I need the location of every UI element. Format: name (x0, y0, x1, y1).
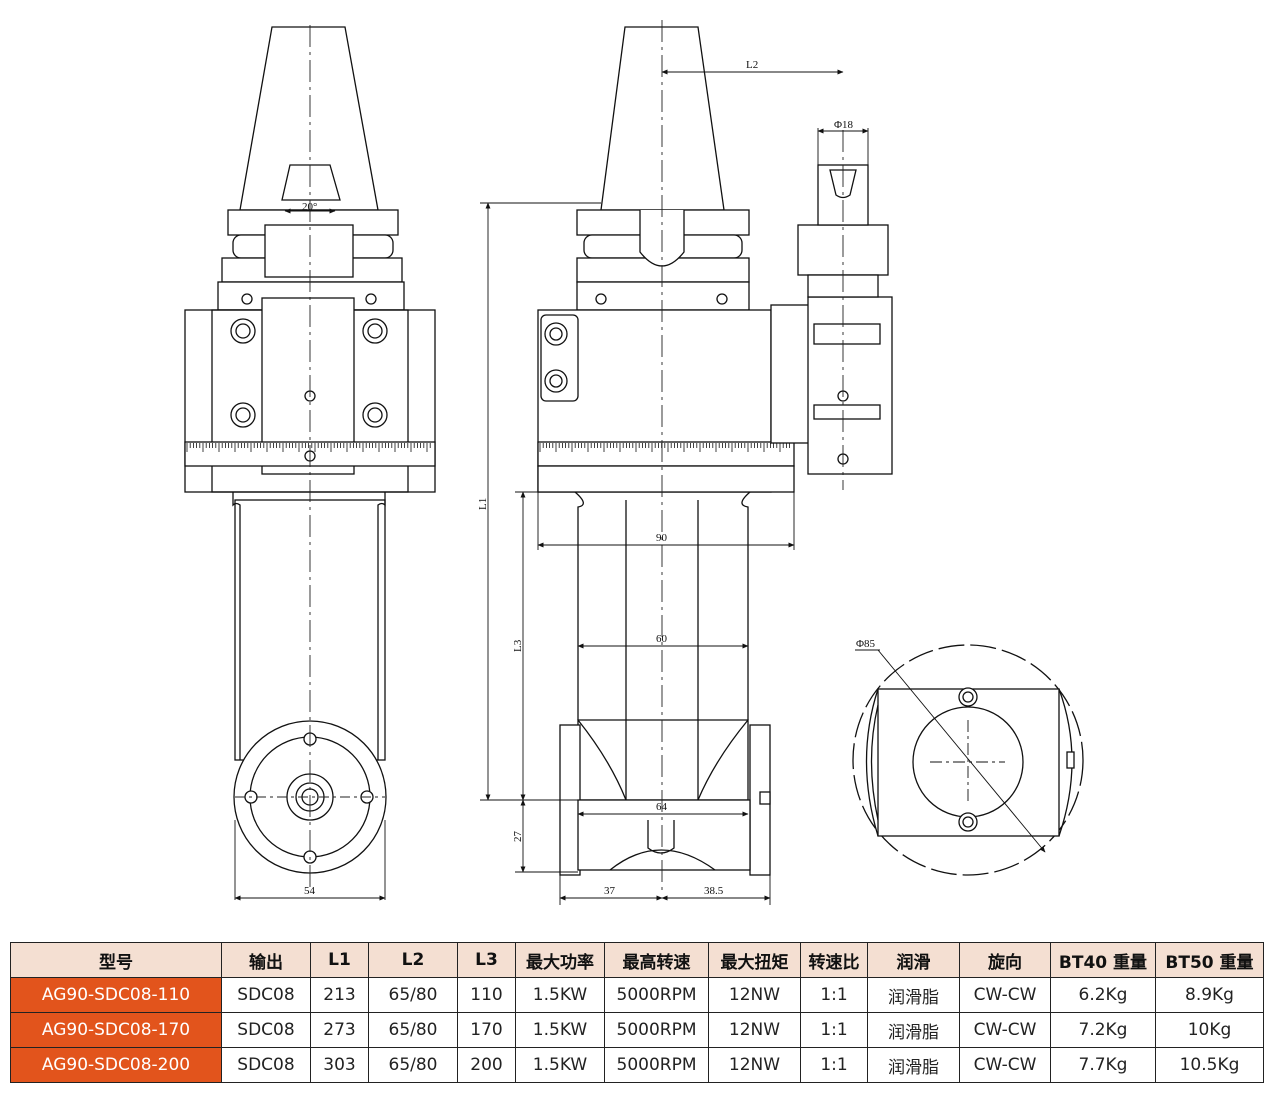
cell-l3: 170 (457, 1012, 516, 1048)
cell-lube: 润滑脂 (867, 977, 960, 1013)
table-header-row: 型号 输出 L1 L2 L3 最大功率 最高转速 最大扭矩 转速比 润滑 旋向 … (10, 942, 1264, 978)
front-tube-outline (232, 492, 386, 760)
table-row: AG90-SDC08-110 SDC08 213 65/80 110 1.5KW… (10, 977, 1264, 1013)
front-scale-ticks (186, 443, 431, 452)
header-speed: 最高转速 (604, 942, 709, 978)
front-nut (264, 224, 354, 278)
side-key (647, 820, 675, 854)
cell-bt50: 10.5Kg (1155, 1047, 1264, 1083)
side-head-upper (577, 719, 749, 801)
cell-ratio: 1:1 (800, 1012, 868, 1048)
cell-torque: 12NW (708, 1012, 801, 1048)
l1-label: L1 (477, 498, 489, 510)
cell-model: AG90-SDC08-200 (10, 1047, 222, 1083)
table-row: AG90-SDC08-200 SDC08 303 65/80 200 1.5KW… (10, 1047, 1264, 1083)
phi18-label: Φ18 (834, 119, 854, 131)
cell-rotation: CW-CW (959, 1012, 1051, 1048)
cell-l1: 273 (310, 1012, 369, 1048)
cell-l2: 65/80 (368, 1012, 458, 1048)
side-scale-band (537, 441, 795, 467)
cell-output: SDC08 (221, 977, 311, 1013)
header-power: 最大功率 (515, 942, 605, 978)
side-view (537, 26, 893, 876)
cell-l2: 65/80 (368, 977, 458, 1013)
header-lube: 润滑 (867, 942, 960, 978)
cell-bt40: 7.7Kg (1050, 1047, 1156, 1083)
cell-l3: 110 (457, 977, 516, 1013)
width-54-label: 54 (304, 885, 316, 897)
width-64-label: 64 (656, 801, 668, 813)
header-l1: L1 (310, 942, 369, 978)
phi85-label: Φ85 (856, 638, 876, 650)
cell-output: SDC08 (221, 1047, 311, 1083)
l2-label: L2 (746, 59, 758, 71)
width-90-label: 90 (656, 532, 668, 544)
cell-output: SDC08 (221, 1012, 311, 1048)
cell-model: AG90-SDC08-170 (10, 1012, 222, 1048)
front-dims (234, 208, 386, 901)
cell-bt50: 10Kg (1155, 1012, 1264, 1048)
header-torque: 最大扭矩 (708, 942, 801, 978)
cell-power: 1.5KW (515, 1047, 605, 1083)
cell-model: AG90-SDC08-110 (10, 977, 222, 1013)
side-scale-ticks (539, 443, 790, 452)
cell-torque: 12NW (708, 977, 801, 1013)
cell-lube: 润滑脂 (867, 1012, 960, 1048)
technical-drawing: 20° 54 (184, 20, 1084, 905)
header-ratio: 转速比 (800, 942, 868, 978)
cell-l1: 303 (310, 1047, 369, 1083)
cell-speed: 5000RPM (604, 1047, 709, 1083)
cell-lube: 润滑脂 (867, 1047, 960, 1083)
width-37-label: 37 (604, 885, 616, 897)
cell-bt40: 6.2Kg (1050, 977, 1156, 1013)
cell-ratio: 1:1 (800, 977, 868, 1013)
cell-ratio: 1:1 (800, 1047, 868, 1083)
cell-l3: 200 (457, 1047, 516, 1083)
table-row: AG90-SDC08-170 SDC08 273 65/80 170 1.5KW… (10, 1012, 1264, 1048)
header-bt40: BT40 重量 (1050, 942, 1156, 978)
height-27-label: 27 (512, 831, 524, 843)
bottom-body (877, 688, 1060, 837)
front-nose (281, 164, 341, 201)
bottom-view (852, 644, 1084, 876)
side-tube-outline (574, 491, 751, 720)
header-model: 型号 (10, 942, 222, 978)
cell-bt40: 7.2Kg (1050, 1012, 1156, 1048)
width-60-label: 60 (656, 633, 668, 645)
cell-l1: 213 (310, 977, 369, 1013)
cell-rotation: CW-CW (959, 1047, 1051, 1083)
side-dims (480, 69, 869, 905)
header-l3: L3 (457, 942, 516, 978)
header-output: 输出 (221, 942, 311, 978)
taper-angle-label: 20° (302, 201, 317, 213)
cell-torque: 12NW (708, 1047, 801, 1083)
cell-l2: 65/80 (368, 1047, 458, 1083)
cell-rotation: CW-CW (959, 977, 1051, 1013)
side-holder-block (807, 296, 893, 475)
header-l2: L2 (368, 942, 458, 978)
cell-power: 1.5KW (515, 977, 605, 1013)
cell-bt50: 8.9Kg (1155, 977, 1264, 1013)
width-38-5-label: 38.5 (704, 885, 724, 897)
spec-table: 型号 输出 L1 L2 L3 最大功率 最高转速 最大扭矩 转速比 润滑 旋向 … (10, 942, 1264, 1083)
cell-power: 1.5KW (515, 1012, 605, 1048)
front-view (184, 26, 436, 874)
l3-label: L3 (512, 639, 524, 652)
cell-speed: 5000RPM (604, 977, 709, 1013)
header-bt50: BT50 重量 (1155, 942, 1264, 978)
bottom-phi85-circle (852, 644, 1084, 876)
side-base-ring (537, 465, 795, 493)
header-rotation: 旋向 (959, 942, 1051, 978)
side-taper (600, 26, 725, 211)
cell-speed: 5000RPM (604, 1012, 709, 1048)
